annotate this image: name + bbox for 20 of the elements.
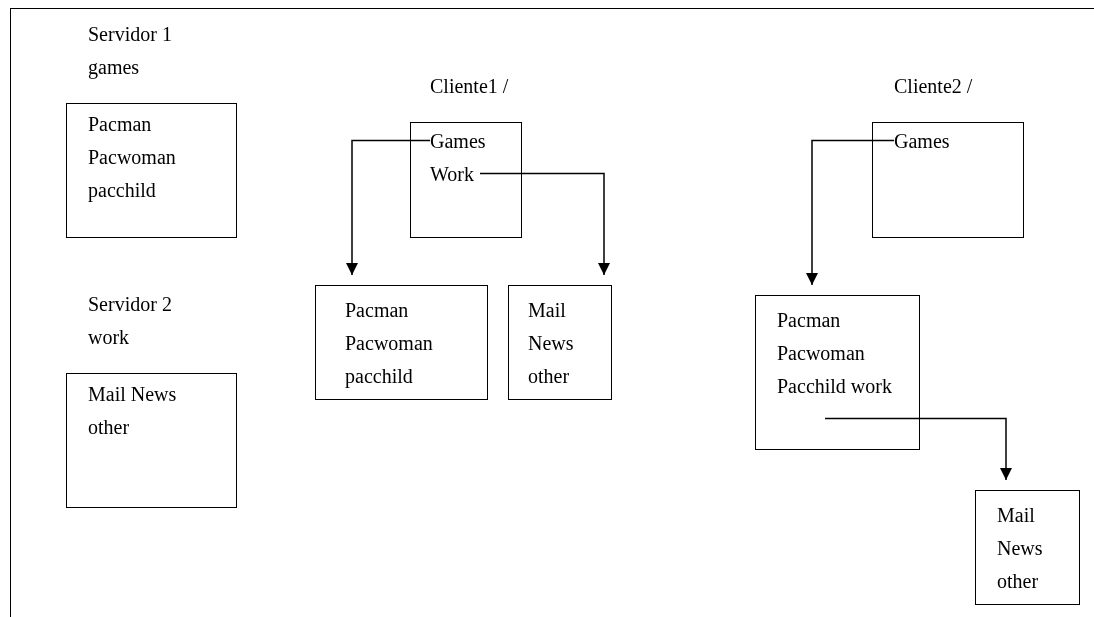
box-text: Games Work [430,129,487,187]
box-text: Mail News other [88,382,178,440]
box-text: Pacman Pacwoman pacchild [345,298,434,390]
box-heading: Servidor 1 games [88,22,173,81]
process-box [975,490,1080,605]
arrow [806,139,895,286]
box-text: Games [894,129,951,154]
box-text: Mail News other [997,503,1044,594]
arrow [479,172,610,276]
process-box [508,285,612,400]
process-box [755,295,920,450]
arrow [346,139,431,276]
box-text: Mail News other [528,298,575,389]
process-box [315,285,488,400]
arrow [824,417,1012,481]
box-text: Pacman Pacwoman Pacchild work [777,308,893,399]
box-heading: Cliente2 / [894,74,974,99]
box-text: Pacman Pacwoman pacchild [88,112,177,204]
box-heading: Cliente1 / [430,74,510,99]
box-heading: Servidor 2 work [88,292,173,350]
